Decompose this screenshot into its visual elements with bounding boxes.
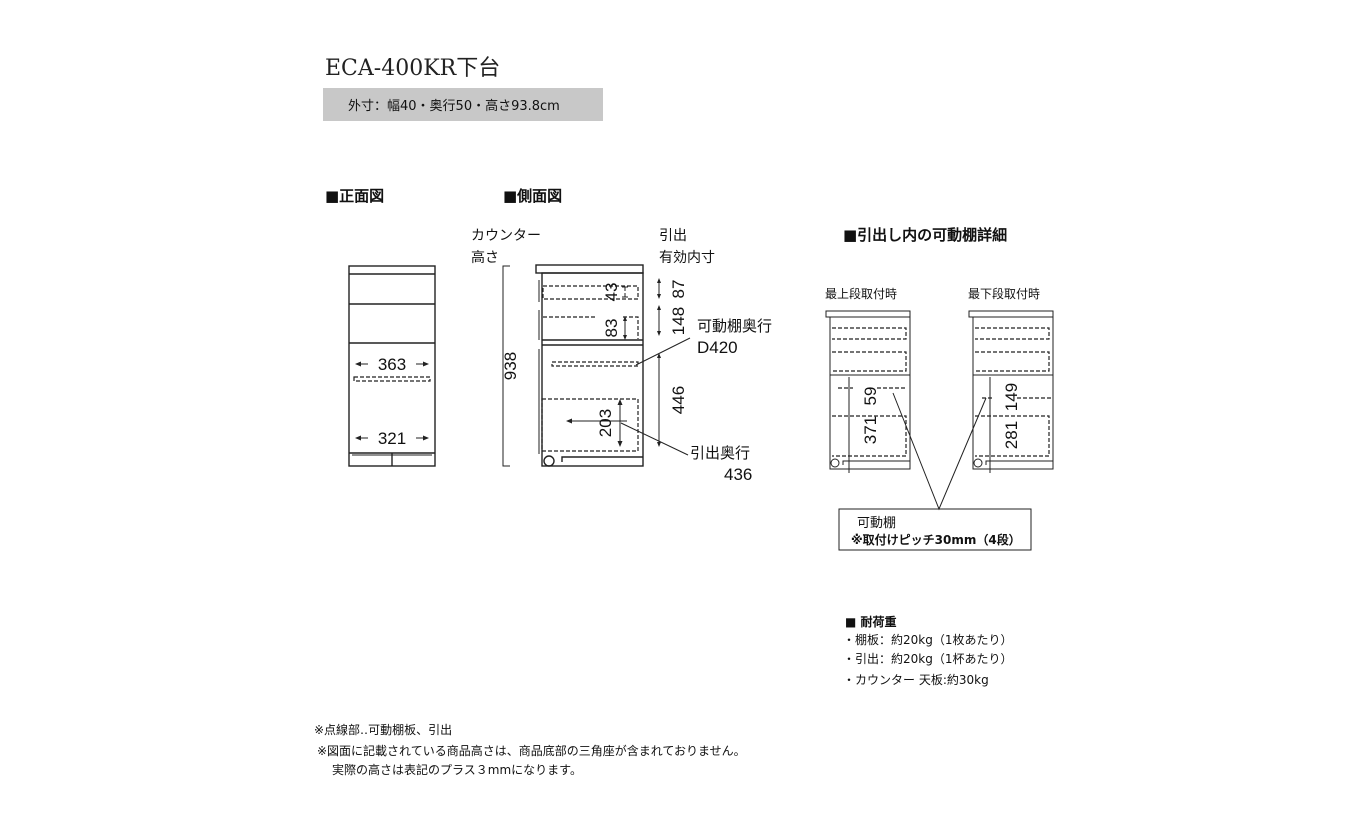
note-dashed: ※点線部‥可動棚板、引出 (314, 722, 452, 737)
width-upper-dim: 363 (378, 355, 406, 374)
drawer-inner-label-1: 引出 (659, 228, 687, 244)
top-dim-371: 371 (861, 416, 880, 444)
dim-87: 87 (669, 280, 688, 299)
counter-height-label-2: 高さ (471, 249, 499, 266)
note-height-actual: 実際の高さは表記のプラス３mmになります。 (332, 762, 582, 777)
front-view-drawing (348, 265, 436, 467)
dim-446: 446 (669, 386, 688, 414)
load-item: ・棚板：約20kg（1枚あたり） (843, 632, 1012, 647)
shelf-depth-value: D420 (697, 338, 738, 357)
callout-box (838, 508, 1032, 551)
detail-label: ■引出し内の可動棚詳細 (843, 226, 1007, 244)
load-item: ・引出：約20kg（1杯あたり） (843, 651, 1012, 666)
top-mount-label: 最上段取付時 (825, 286, 897, 301)
dim-148: 148 (669, 307, 688, 335)
side-view-drawing (502, 264, 691, 467)
drawer-inner-label-2: 有効内寸 (659, 250, 715, 266)
counter-height-label-1: カウンター (471, 228, 541, 244)
bottom-dim-149: 149 (1002, 383, 1021, 411)
detail-top-drawing (825, 310, 911, 473)
load-title: ■ 耐荷重 (845, 614, 897, 629)
side-view-label: ■側面図 (503, 187, 562, 205)
dim-83: 83 (602, 319, 621, 338)
top-dim-59: 59 (861, 387, 880, 406)
callout-note: ※取付けピッチ30mm（4段） (851, 532, 1021, 547)
dim-43: 43 (602, 283, 621, 302)
callout-title: 可動棚 (857, 516, 896, 531)
dimensions-text: 外寸：幅40・奥行50・高さ93.8cm (348, 98, 560, 114)
bottom-dim-281: 281 (1002, 421, 1021, 449)
drawer-depth-value: 436 (724, 465, 752, 484)
load-item: ・カウンター 天板:約30kg (843, 672, 989, 687)
dimensions-box (323, 88, 603, 121)
product-title: ECA-400KR下台 (325, 56, 500, 81)
bottom-mount-label: 最下段取付時 (968, 286, 1040, 301)
callout-leader-lines (892, 392, 987, 511)
front-view-label: ■正面図 (325, 187, 384, 205)
width-lower-dim: 321 (378, 429, 406, 448)
total-height-dim: 938 (501, 352, 520, 380)
note-height: ※図面に記載されている商品高さは、商品底部の三角座が含まれておりません。 (317, 743, 746, 758)
dim-203: 203 (596, 409, 615, 437)
drawer-depth-label: 引出奥行 (690, 444, 750, 462)
detail-bottom-drawing (968, 310, 1054, 473)
shelf-depth-label: 可動棚奥行 (697, 317, 772, 335)
